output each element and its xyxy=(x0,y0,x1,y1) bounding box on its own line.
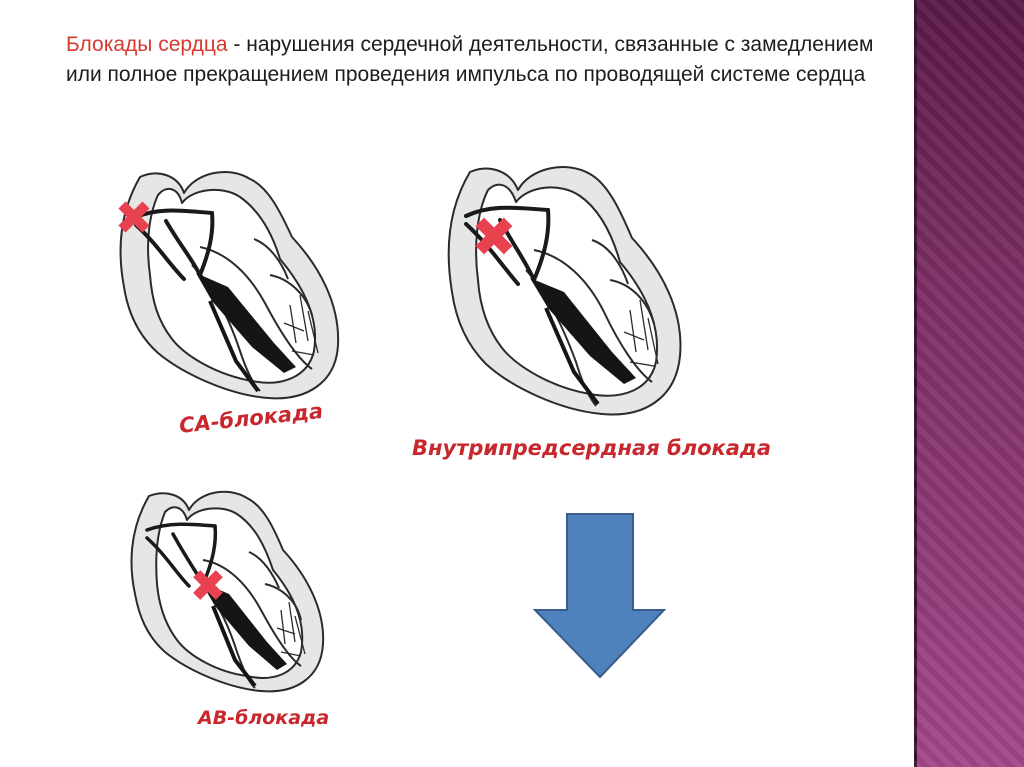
side-bar-texture xyxy=(914,0,1024,767)
heading-definition: - нарушения сердечной деятельности, связ… xyxy=(66,33,874,86)
decorative-side-bar xyxy=(914,0,1024,767)
down-arrow-icon xyxy=(533,513,666,679)
slide-heading: Блокады сердца - нарушения сердечной дея… xyxy=(66,30,896,90)
block-cross-icon xyxy=(193,570,223,600)
block-cross-icon xyxy=(475,217,513,255)
side-bar-edge xyxy=(914,0,917,767)
block-cross-icon xyxy=(118,201,150,233)
caption-intra-atrial-block: Внутрипредсердная блокада xyxy=(412,436,772,460)
heart-diagram-intra-atrial-block xyxy=(447,166,682,416)
caption-av-block: АВ-блокада xyxy=(198,707,330,729)
heart-diagram-av-block xyxy=(130,490,325,693)
heart-diagram-sa-block xyxy=(118,171,340,400)
heading-term: Блокады сердца xyxy=(66,33,228,56)
